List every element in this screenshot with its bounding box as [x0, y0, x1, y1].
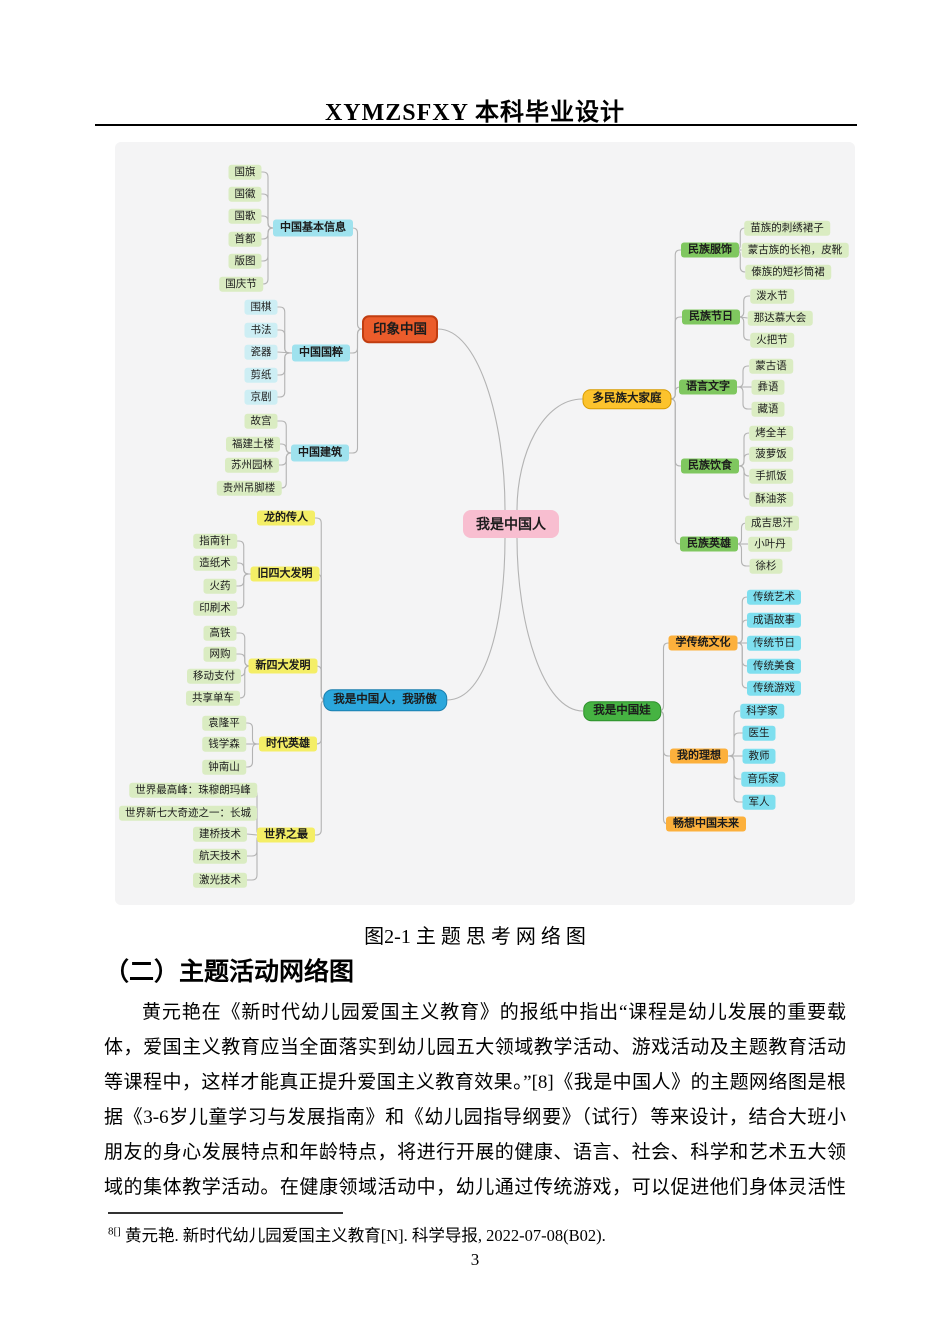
mindmap-node: 旧四大发明	[250, 566, 320, 582]
mindmap-node: 民族节日	[682, 309, 740, 325]
mindmap-node: 传统节日	[747, 635, 801, 651]
mindmap-figure: 我是中国人 印象中国多民族大家庭我是中国人，我骄傲我是中国娃 中国基本信息 国旗国徽国…	[115, 142, 855, 905]
mindmap-node: 成语故事	[747, 612, 801, 628]
mindmap-node: 畅想中国未来	[666, 816, 746, 832]
mindmap-node: 剪纸	[244, 367, 278, 383]
mindmap-node: 瓷器	[244, 344, 278, 360]
mindmap-node: 世界最高峰：珠穆朗玛峰	[129, 782, 257, 798]
mindmap-node: 新四大发明	[248, 658, 318, 674]
section-heading: （二）主题活动网络图	[104, 958, 355, 986]
footnote-rule	[108, 1212, 343, 1214]
mindmap-node: 世界之最	[257, 827, 315, 843]
mindmap-node: 民族服饰	[681, 242, 739, 258]
mindmap-node: 中国基本信息	[273, 219, 353, 237]
body-text-line: 体，爱国主义教育应当全面落实到幼儿园五大领域教学活动、游戏活动及主题教育活动	[104, 1037, 846, 1058]
mindmap-node: 徐杉	[749, 558, 783, 574]
mindmap-node: 酥油茶	[749, 491, 793, 507]
mindmap-node: 烤全羊	[749, 425, 793, 441]
mindmap-node: 我的理想	[670, 748, 728, 764]
mindmap-node: 藏语	[751, 401, 785, 417]
mindmap-node: 国徽	[228, 186, 262, 202]
mindmap-node: 傣族的短衫筒裙	[745, 264, 831, 280]
mindmap-node: 苏州园林	[225, 457, 279, 473]
body-text-line: 域的集体教学活动。在健康领域活动中，幼儿通过传统游戏，可以促进他们身体灵活性	[104, 1177, 846, 1198]
mindmap-node: 中国建筑	[291, 444, 349, 462]
mindmap-node: 高铁	[203, 625, 237, 641]
mindmap-node: 钱学森	[202, 736, 246, 752]
mindmap-node: 传统游戏	[747, 680, 801, 696]
mindmap-root-node: 我是中国人	[463, 510, 559, 538]
mindmap-node: 时代英雄	[259, 736, 317, 752]
mindmap-node: 国旗	[228, 164, 262, 180]
page-number: 3	[470, 1250, 480, 1269]
mindmap-node: 贵州吊脚楼	[216, 480, 282, 496]
figure-caption: 图2-1 主 题 思 考 网 络 图	[364, 926, 586, 948]
mindmap-node: 印刷术	[193, 600, 237, 616]
mindmap-node: 蒙古族的长袍，皮靴	[741, 242, 849, 258]
mindmap-node: 多民族大家庭	[582, 389, 672, 409]
mindmap-node: 共享单车	[186, 690, 240, 706]
mindmap-node: 建桥技术	[193, 826, 247, 842]
body-text-line: 据《3-6岁儿童学习与发展指南》和《幼儿园指导纲要》（试行）等来设计，结合大班小	[104, 1107, 846, 1128]
mindmap-node: 福建土楼	[226, 436, 280, 452]
mindmap-node: 我是中国人，我骄傲	[323, 689, 447, 711]
body-text-line: 黄元艳在《新时代幼儿园爱国主义教育》的报纸中指出“课程是幼儿发展的重要载	[142, 1002, 846, 1023]
mindmap-node: 蒙古语	[749, 358, 793, 374]
mindmap-node: 民族饮食	[681, 458, 739, 474]
mindmap-node: 世界新七大奇迹之一：长城	[119, 805, 257, 821]
mindmap-node: 音乐家	[741, 771, 785, 787]
page-header-title: XYMZSFXY 本科毕业设计	[324, 100, 626, 126]
mindmap-node: 国歌	[228, 208, 262, 224]
footnote-marker: 8[]	[108, 1225, 121, 1238]
header-rule	[95, 124, 857, 126]
mindmap-node: 我是中国娃	[583, 701, 661, 721]
mindmap-node: 民族英雄	[680, 536, 738, 552]
mindmap-node: 泼水节	[750, 288, 794, 304]
mindmap-node: 京剧	[244, 389, 278, 405]
body-text-line: 朋友的身心发展特点和年龄特点，将进行开展的健康、语言、社会、科学和艺术五大领	[104, 1142, 846, 1163]
body-text-line: 等课程中，这样才能真正提升爱国主义教育效果。”[8]《我是中国人》的主题网络图是…	[104, 1072, 846, 1093]
mindmap-node: 版图	[228, 253, 262, 269]
mindmap-node: 小叶丹	[748, 536, 792, 552]
mindmap-node: 学传统文化	[668, 635, 738, 651]
mindmap-node: 传统艺术	[747, 589, 801, 605]
footnote: 8[] 黄元艳. 新时代幼儿园爱国主义教育[N]. 科学导报, 2022-07-…	[108, 1222, 848, 1246]
mindmap-node: 移动支付	[187, 668, 241, 684]
mindmap-node: 那达慕大会	[747, 310, 813, 326]
mindmap-node: 首都	[228, 231, 262, 247]
mindmap-node: 围棋	[244, 299, 278, 315]
mindmap-node: 故宫	[244, 413, 278, 429]
mindmap-node: 教师	[742, 748, 776, 764]
mindmap-node: 造纸术	[193, 555, 237, 571]
mindmap-node: 龙的传人	[257, 510, 315, 526]
mindmap-node: 传统美食	[747, 658, 801, 674]
mindmap-node: 印象中国	[362, 315, 438, 343]
mindmap-node: 苗族的刺绣裙子	[744, 220, 830, 236]
mindmap-node: 火药	[203, 578, 237, 594]
mindmap-node: 袁隆平	[202, 715, 246, 731]
mindmap-node: 语言文字	[679, 379, 737, 395]
mindmap-node: 手抓饭	[749, 468, 793, 484]
mindmap-node: 成吉思汗	[745, 515, 799, 531]
mindmap-node: 激光技术	[193, 872, 247, 888]
mindmap-nodes: 我是中国人 印象中国多民族大家庭我是中国人，我骄傲我是中国娃 中国基本信息 国旗国徽国…	[115, 142, 855, 905]
mindmap-node: 书法	[244, 322, 278, 338]
mindmap-node: 彝语	[751, 379, 785, 395]
mindmap-node: 科学家	[740, 703, 784, 719]
mindmap-node: 指南针	[193, 533, 237, 549]
mindmap-node: 航天技术	[193, 848, 247, 864]
footnote-text: 黄元艳. 新时代幼儿园爱国主义教育[N]. 科学导报, 2022-07-08(B…	[124, 1226, 606, 1245]
mindmap-node: 国庆节	[219, 276, 263, 292]
body-paragraph: 黄元艳在《新时代幼儿园爱国主义教育》的报纸中指出“课程是幼儿发展的重要载 体，爱…	[104, 995, 846, 1205]
mindmap-node: 中国国粹	[292, 344, 350, 362]
mindmap-node: 菠萝饭	[749, 446, 793, 462]
mindmap-node: 钟南山	[202, 759, 246, 775]
mindmap-node: 火把节	[750, 332, 794, 348]
mindmap-node: 网购	[203, 646, 237, 662]
mindmap-node: 军人	[742, 794, 776, 810]
mindmap-node: 医生	[742, 725, 776, 741]
